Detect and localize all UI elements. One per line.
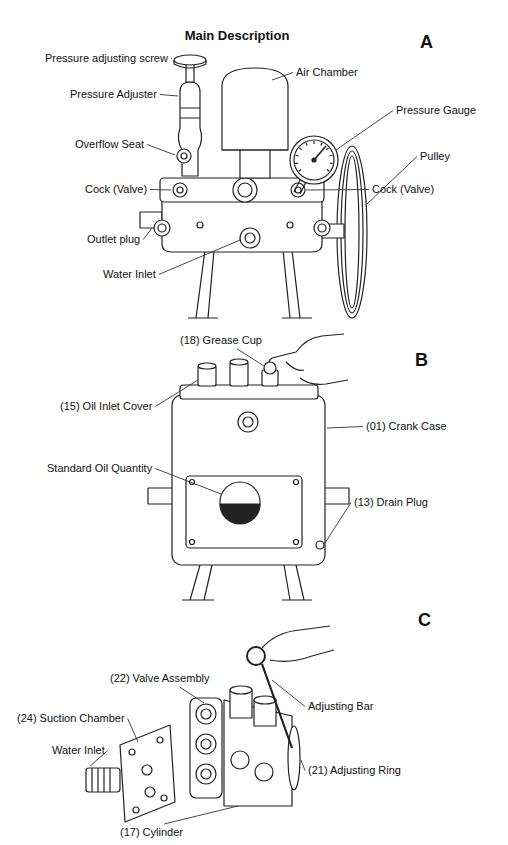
- part-label: (18) Grease Cup: [180, 334, 262, 347]
- part-label: Pressure Adjuster: [70, 88, 157, 101]
- part-label: Adjusting Bar: [308, 700, 373, 713]
- part-label: Outlet plug: [87, 233, 140, 246]
- part-label: Pressure adjusting screw: [45, 52, 168, 65]
- leader-line: [272, 680, 305, 707]
- part-label: (13) Drain Plug: [354, 496, 428, 509]
- panel-letter: C: [418, 610, 431, 630]
- part-label: Pulley: [420, 150, 450, 163]
- leader-line: [164, 806, 238, 824]
- leader-line: [301, 760, 305, 771]
- part-label: Overflow Seat: [75, 138, 144, 151]
- panel-letter: A: [420, 32, 433, 52]
- leader-line: [171, 58, 172, 60]
- leader-line: [237, 349, 264, 366]
- leader-line: [180, 687, 204, 703]
- leader-line: [155, 380, 198, 407]
- part-label: (15) Oil Inlet Cover: [60, 400, 152, 413]
- part-label: (24) Suction Chamber: [17, 712, 125, 725]
- part-label: Air Chamber: [296, 66, 358, 79]
- leader-line: [143, 228, 152, 240]
- part-label: Water Inlet: [103, 268, 156, 281]
- part-label: (22) Valve Assembly: [110, 672, 209, 685]
- part-label: Pressure Gauge: [396, 104, 476, 117]
- leader-line: [147, 145, 175, 156]
- leader-line: [160, 95, 178, 97]
- part-label: Standard Oil Quantity: [47, 462, 152, 475]
- part-label: Water Inlet: [52, 744, 105, 757]
- leader-line: [155, 469, 221, 495]
- part-label: (21) Adjusting Ring: [308, 764, 401, 777]
- part-label: Cock (Valve): [85, 183, 147, 196]
- leader-line: [366, 157, 417, 206]
- leader-line: [272, 73, 293, 81]
- diagram-title: Main Description: [185, 28, 290, 44]
- leader-line: [150, 189, 171, 191]
- part-label: (17) Cylinder: [120, 826, 183, 839]
- panel-letter: B: [415, 350, 428, 370]
- leader-line: [325, 503, 351, 544]
- leader-line: [128, 719, 138, 743]
- crank-case-illustration: [148, 334, 349, 600]
- leader-line: [159, 240, 240, 275]
- part-label: (01) Crank Case: [366, 420, 447, 433]
- leader-line: [306, 189, 369, 191]
- leader-line: [336, 111, 393, 151]
- part-label: Cock (Valve): [372, 183, 434, 196]
- pump-assembly: [140, 55, 367, 318]
- leader-line: [327, 427, 363, 429]
